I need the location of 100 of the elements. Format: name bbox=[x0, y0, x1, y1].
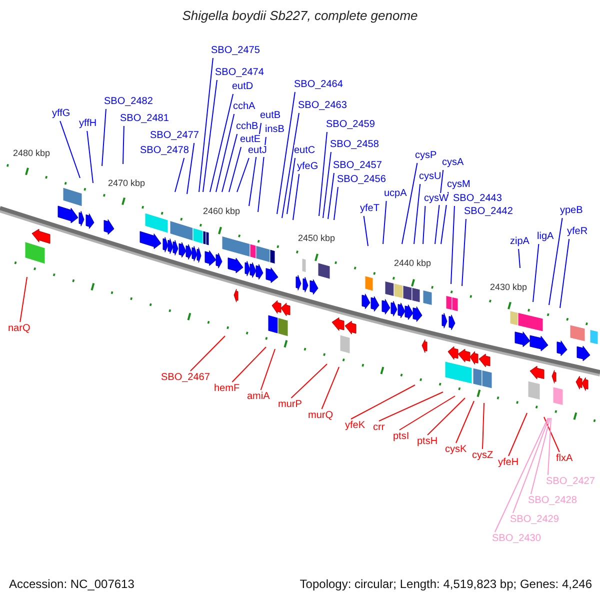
gene-label: SBO_2459 bbox=[326, 119, 375, 131]
leader-line bbox=[210, 94, 234, 192]
leader-line bbox=[290, 364, 328, 398]
leader-line bbox=[334, 186, 338, 220]
leader-line bbox=[508, 412, 528, 456]
scale-label: 2480 kbp bbox=[13, 147, 50, 159]
scale-label: 2470 kbp bbox=[108, 177, 146, 189]
gene-label: yfeG bbox=[297, 161, 318, 173]
leader-line bbox=[427, 398, 466, 436]
leader-line bbox=[122, 126, 124, 164]
gene-label: SBO_2458 bbox=[330, 139, 379, 151]
leader-line bbox=[402, 162, 418, 244]
leader-line bbox=[530, 418, 550, 494]
scale-label: 2440 kbp bbox=[394, 257, 432, 269]
leader-line bbox=[248, 122, 262, 206]
gene-label: SBO_2428 bbox=[528, 495, 577, 507]
accession-note: Accession: NC_007613 bbox=[9, 578, 134, 590]
leader-line bbox=[292, 174, 300, 220]
leader-line bbox=[260, 348, 276, 390]
leader-line bbox=[216, 114, 235, 192]
leader-line bbox=[328, 172, 334, 220]
map-title: Shigella boydii Sb227, complete genome bbox=[181, 10, 419, 22]
leader-line bbox=[560, 238, 570, 308]
gene-label: SBO_2457 bbox=[333, 160, 382, 172]
gene-label: SBO_2467 bbox=[161, 372, 210, 384]
leader-line bbox=[174, 158, 185, 192]
gene-label: SBO_2427 bbox=[546, 476, 595, 488]
leader-line bbox=[236, 158, 250, 192]
gene-label: eutJ bbox=[248, 145, 267, 157]
gene-label: yffH bbox=[79, 118, 97, 130]
gene-label: SBO_2475 bbox=[211, 45, 260, 57]
gene-label: SBO_2482 bbox=[104, 96, 153, 108]
gene-label: SBO_2442 bbox=[464, 206, 513, 218]
gene-label: zipA bbox=[510, 236, 530, 248]
gene-label: yffG bbox=[52, 108, 70, 120]
gene-label: SBO_2477 bbox=[150, 130, 199, 142]
leader-line bbox=[398, 396, 456, 430]
gene-label: cysW bbox=[424, 193, 448, 205]
gene-label: SBO_2481 bbox=[120, 113, 169, 125]
gene-label: eutE bbox=[240, 134, 261, 146]
leader-line bbox=[282, 112, 300, 218]
leader-line bbox=[547, 418, 552, 476]
leader-line bbox=[494, 418, 548, 532]
leader-line bbox=[276, 92, 296, 214]
leader-line bbox=[382, 200, 387, 244]
leader-line bbox=[422, 206, 426, 244]
gene-label: yfeK bbox=[345, 420, 366, 432]
gene-label: ptsI bbox=[393, 431, 410, 443]
leader-line bbox=[322, 152, 332, 218]
gene-label: ligA bbox=[537, 231, 554, 243]
gene-label: SBO_2430 bbox=[492, 533, 541, 545]
gene-label: ptsH bbox=[417, 436, 438, 448]
leader-line bbox=[450, 206, 455, 284]
leader-line bbox=[350, 384, 416, 420]
leader-line bbox=[202, 80, 218, 192]
leader-line bbox=[414, 184, 421, 244]
scale-label: 2430 kbp bbox=[490, 281, 528, 293]
leader-line bbox=[60, 120, 80, 178]
gene-label: SBO_2474 bbox=[215, 67, 264, 79]
gene-label: SBO_2429 bbox=[510, 514, 559, 526]
gene-label: SBO_2464 bbox=[294, 79, 343, 91]
leader-line bbox=[532, 244, 540, 302]
gene-label: cysU bbox=[419, 171, 442, 183]
leader-line bbox=[512, 418, 550, 514]
leader-line bbox=[518, 248, 520, 268]
leader-line bbox=[228, 146, 242, 192]
gene-label: ypeB bbox=[560, 205, 583, 217]
scale-label: 2450 kbp bbox=[298, 232, 336, 244]
leader-line bbox=[462, 218, 466, 286]
gene-label: cysK bbox=[445, 444, 467, 456]
leader-line bbox=[482, 402, 484, 450]
leader-line bbox=[190, 336, 226, 372]
gene-label: yfeR bbox=[567, 226, 588, 238]
leader-line bbox=[86, 130, 94, 184]
leader-line bbox=[321, 366, 340, 410]
gene-label: cysP bbox=[415, 150, 437, 162]
leader-line bbox=[456, 400, 474, 444]
gene-label: SBO_2456 bbox=[337, 174, 386, 186]
leader-line bbox=[232, 346, 266, 382]
gene-label: SBO_2463 bbox=[298, 100, 347, 112]
leader-line bbox=[286, 158, 296, 214]
leader-line bbox=[544, 416, 560, 452]
gene-label: narQ bbox=[8, 323, 30, 335]
leader-line bbox=[363, 216, 368, 246]
gene-label: cysZ bbox=[472, 450, 494, 462]
leader-line bbox=[378, 392, 444, 422]
gene-label: cysA bbox=[442, 157, 464, 169]
gene-label: SBO_2478 bbox=[140, 145, 189, 157]
gene-label: cysM bbox=[447, 179, 470, 191]
gene-label: murQ bbox=[308, 410, 333, 422]
leader-line bbox=[198, 58, 214, 192]
leader-line bbox=[20, 276, 28, 322]
leader-line bbox=[258, 136, 266, 212]
leader-line bbox=[222, 134, 238, 192]
genome-summary-note: Topology: circular; Length: 4,519,823 bp; Genes: 4,246 bbox=[300, 578, 592, 590]
leader-line bbox=[548, 218, 563, 306]
leader-line bbox=[102, 108, 106, 166]
leader-line bbox=[318, 132, 328, 216]
gene-label: yfeT bbox=[360, 203, 380, 215]
gene-label: SBO_2443 bbox=[453, 193, 502, 205]
